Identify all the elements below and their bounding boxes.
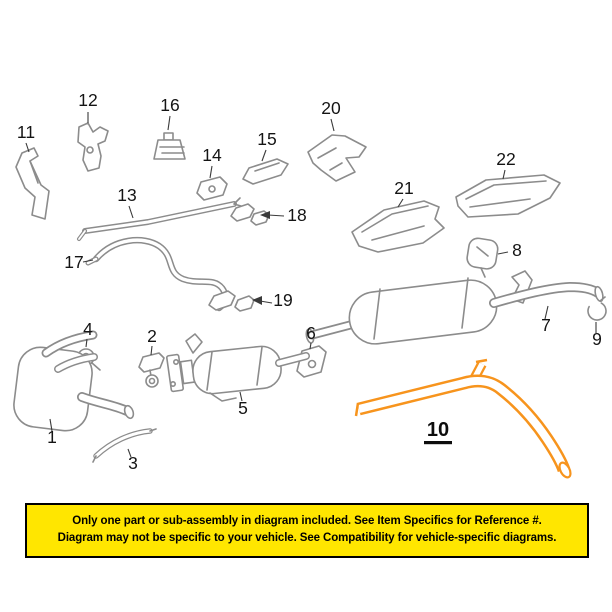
part-22-drawing (455, 174, 561, 218)
part-10-drawing (354, 358, 572, 479)
reference-labels: 11 12 16 14 15 20 22 13 21 17 18 19 8 7 … (17, 90, 602, 473)
part-14-drawing (196, 176, 228, 201)
part-2-drawing (138, 352, 165, 388)
part-5-label: 5 (238, 398, 248, 418)
center-muffler-drawing (305, 270, 533, 345)
part-17-drawing (85, 237, 229, 312)
part-11-drawing (15, 147, 50, 220)
part-11-label: 11 (17, 122, 35, 142)
part-7-drawing (489, 282, 604, 308)
part-7-label: 7 (541, 315, 551, 335)
disclaimer-line-2: Diagram may not be specific to your vehi… (57, 532, 557, 545)
part-20-drawing (307, 134, 367, 182)
part-13-drawing (77, 197, 242, 241)
part-19-arrow-icon (252, 296, 262, 305)
part-21-drawing (351, 200, 445, 253)
part-9-drawing (587, 296, 607, 321)
part-16-drawing (153, 132, 186, 160)
part-4-label: 4 (83, 319, 93, 339)
part-22-label: 22 (496, 149, 515, 169)
part-15-label: 15 (257, 129, 276, 149)
part-18-drawing (230, 203, 270, 226)
part-17-label: 17 (64, 252, 83, 272)
disclaimer-banner: Only one part or sub-assembly in diagram… (25, 503, 589, 558)
part-10-label: 10 (427, 419, 449, 441)
part-2-label: 2 (147, 326, 157, 346)
part-16-label: 16 (160, 95, 179, 115)
part-1-drawing (13, 330, 135, 432)
part-19-drawing (208, 290, 255, 312)
part-5-drawing (166, 333, 310, 402)
part-8-drawing (466, 237, 499, 278)
part-3-label: 3 (128, 453, 138, 473)
part-6-label: 6 (306, 323, 316, 343)
part-18-arrow-icon (260, 211, 270, 219)
part-1-label: 1 (47, 427, 57, 447)
part-10-label-underline (424, 441, 452, 445)
part-9-label: 9 (592, 329, 602, 349)
part-12-label: 12 (78, 90, 97, 110)
part-13-label: 13 (117, 185, 136, 205)
part-20-label: 20 (321, 98, 341, 118)
part-12-drawing (77, 122, 109, 172)
part-8-label: 8 (512, 240, 522, 260)
part-3-drawing (92, 428, 157, 463)
part-18-label: 18 (287, 205, 306, 225)
part-6-drawing (296, 345, 327, 378)
part-15-drawing (242, 158, 289, 185)
part-21-label: 21 (394, 178, 413, 198)
leader-lines (25, 112, 597, 458)
part-19-label: 19 (273, 290, 292, 310)
part-14-label: 14 (202, 145, 222, 165)
disclaimer-line-1: Only one part or sub-assembly in diagram… (72, 515, 542, 527)
